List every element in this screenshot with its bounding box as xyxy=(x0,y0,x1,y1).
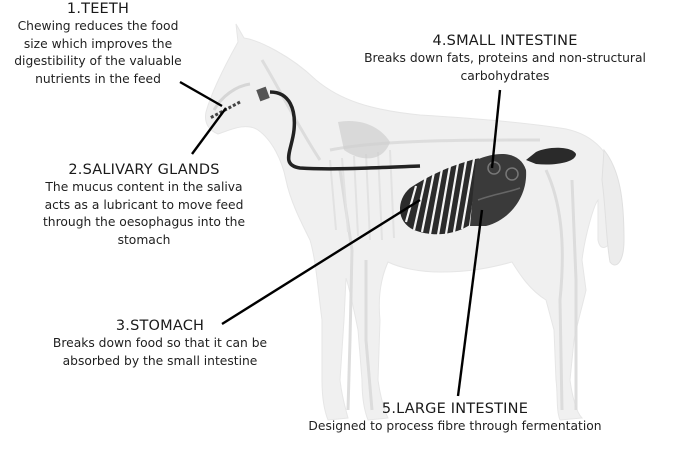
label-desc-line: carbohydrates xyxy=(460,68,550,83)
label-desc-line: acts as a lubricant to move feed xyxy=(44,197,244,212)
label-desc-line: Chewing reduces the food xyxy=(17,19,179,33)
label-desc-line: Breaks down food so that it can be xyxy=(52,336,268,350)
label-desc-line: through the oesophagus into the xyxy=(42,215,246,229)
label-title: 5.LARGE INTESTINE xyxy=(381,401,529,417)
leader-small-intestine xyxy=(490,89,502,169)
leader-large-intestine xyxy=(456,209,484,397)
label-title: 2.SALIVARY GLANDS xyxy=(68,162,220,178)
large-intestine-organ xyxy=(399,157,486,236)
leader-salivary xyxy=(191,107,227,155)
label-desc-line: absorbed by the small intestine xyxy=(62,353,258,368)
label-title: 1.TEETH xyxy=(66,1,130,17)
leader-lines xyxy=(179,80,502,397)
label-desc-line: Breaks down fats, proteins and non-struc… xyxy=(364,51,646,65)
label-title: 4.SMALL INTESTINE xyxy=(432,33,578,49)
label-desc-line: stomach xyxy=(117,232,171,247)
label-large-intestine: 5.LARGE INTESTINE Designed to process fi… xyxy=(285,400,625,436)
label-desc-line: The mucus content in the saliva xyxy=(45,180,243,194)
leader-teeth xyxy=(179,80,223,108)
label-salivary-glands: 2.SALIVARY GLANDS The mucus content in t… xyxy=(34,161,254,249)
leader-stomach xyxy=(221,198,421,326)
label-desc-line: Designed to process fibre through fermen… xyxy=(308,419,602,433)
label-desc-line: digestibility of the valuable xyxy=(14,54,182,68)
label-small-intestine: 4.SMALL INTESTINE Breaks down fats, prot… xyxy=(345,32,665,85)
label-desc-line: size which improves the xyxy=(23,36,173,51)
label-title: 3.STOMACH xyxy=(115,318,205,334)
label-stomach: 3.STOMACH Breaks down food so that it ca… xyxy=(40,317,280,370)
label-teeth: 1.TEETH Chewing reduces the food size wh… xyxy=(0,0,196,88)
small-intestine-organ xyxy=(470,147,576,226)
label-desc-line: nutrients in the feed xyxy=(35,71,161,86)
